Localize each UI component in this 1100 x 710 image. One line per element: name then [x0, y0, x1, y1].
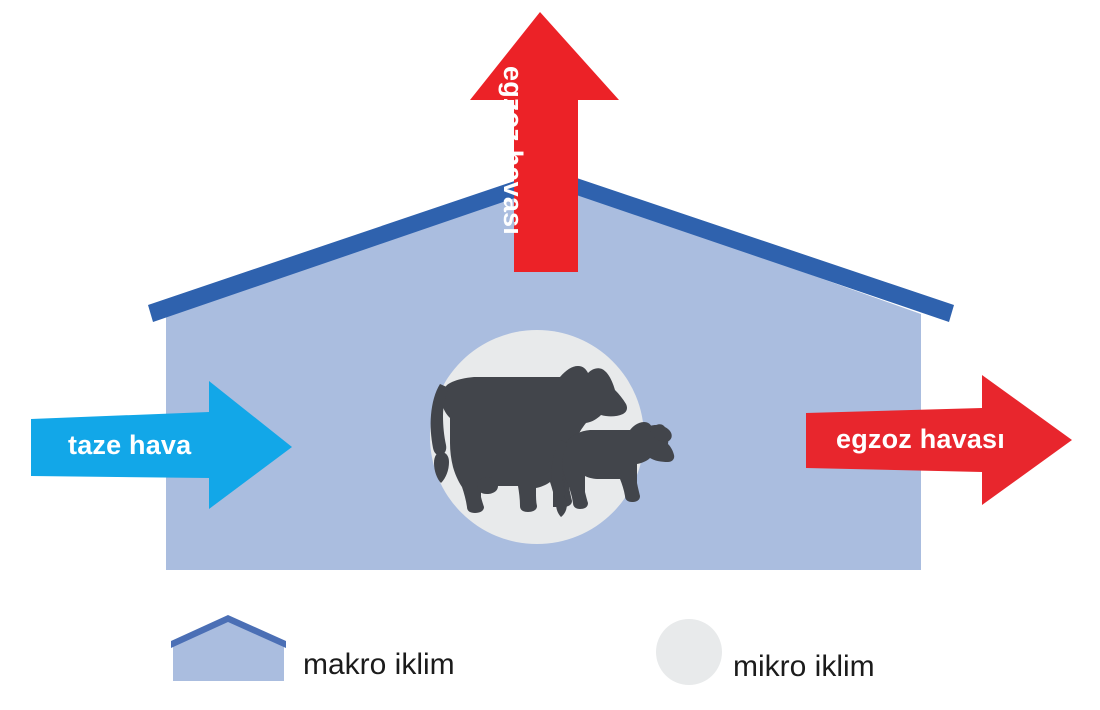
exhaust-air-side-arrow	[806, 375, 1072, 505]
legend-micro-circle-icon	[656, 619, 722, 685]
barn-roof-right	[550, 169, 954, 322]
barn-roof-left	[148, 169, 550, 322]
calf-silhouette	[551, 422, 675, 517]
legend-macro-house-icon	[171, 615, 286, 681]
fresh-air-arrow	[31, 381, 292, 509]
exhaust-air-top-arrow	[470, 12, 619, 272]
